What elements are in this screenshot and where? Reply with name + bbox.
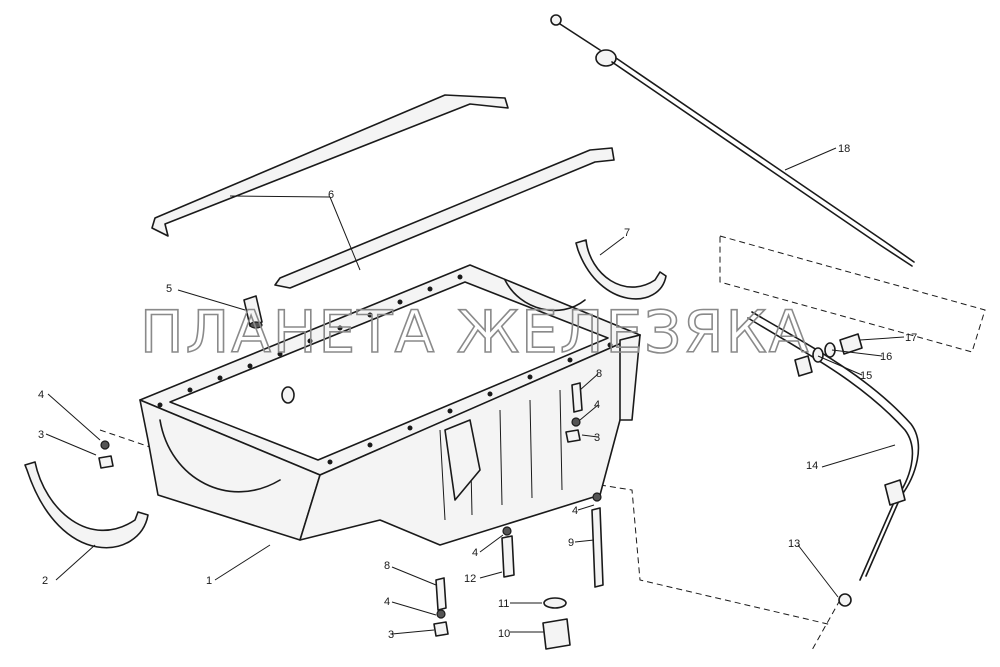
bushing [243, 295, 263, 329]
rear-seal [24, 461, 149, 549]
dipstick [550, 14, 915, 267]
callout-3a: 3 [38, 429, 44, 441]
fasteners [98, 382, 604, 650]
callout-4e: 4 [384, 596, 390, 608]
callout-3b: 3 [594, 432, 600, 444]
callout-16: 16 [880, 351, 892, 363]
gasket-lower [274, 147, 615, 289]
callout-18: 18 [838, 143, 850, 155]
callout-numbers: 1 2 3 3 3 4 4 4 4 4 5 6 7 8 8 9 10 11 12… [38, 143, 917, 641]
callout-15: 15 [860, 370, 872, 382]
dipstick-guide-tube [747, 311, 920, 607]
callout-9: 9 [568, 537, 574, 549]
watermark-text: ПЛАНЕТА ЖЕЛЕЗЯКА [140, 298, 810, 366]
front-seal [575, 239, 667, 300]
callout-1: 1 [206, 575, 212, 587]
callout-14: 14 [806, 460, 818, 472]
gasket-upper [151, 94, 509, 237]
callout-8a: 8 [596, 368, 602, 380]
callout-13: 13 [788, 538, 800, 550]
callout-12: 12 [464, 573, 476, 585]
callout-17: 17 [905, 332, 917, 344]
callout-5: 5 [166, 283, 172, 295]
callout-4c: 4 [572, 505, 578, 517]
oil-pan [139, 264, 641, 546]
callout-6: 6 [328, 189, 334, 201]
leader-lines [45, 147, 905, 635]
callout-10: 10 [498, 628, 510, 640]
callout-4a: 4 [38, 389, 44, 401]
callout-8b: 8 [384, 560, 390, 572]
callout-11: 11 [498, 598, 509, 610]
callout-7: 7 [624, 227, 630, 239]
callout-2: 2 [42, 575, 48, 587]
callout-4d: 4 [472, 547, 478, 559]
callout-4b: 4 [594, 399, 600, 411]
callout-3c: 3 [388, 629, 394, 641]
